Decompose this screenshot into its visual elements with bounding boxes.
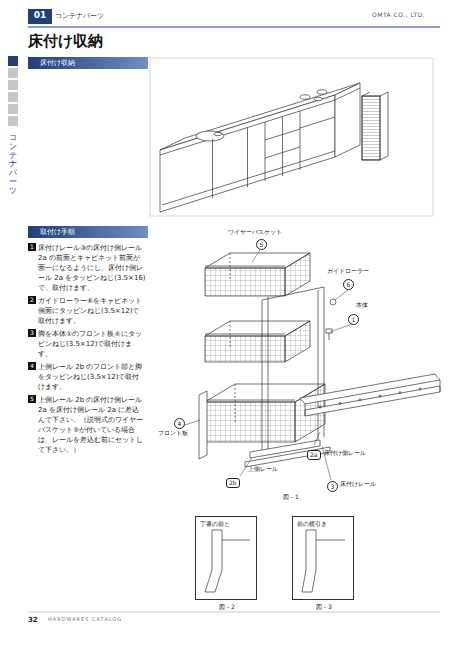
step-number: 1 — [28, 243, 36, 251]
drawing-part — [230, 253, 231, 281]
detail-frame: 丁番の前と — [195, 516, 257, 600]
callout-number: 5 — [256, 239, 267, 250]
chapter-name: コンテナパーツ — [55, 12, 104, 20]
drawing-part — [205, 266, 285, 267]
drawing-part — [379, 395, 381, 397]
node-text: 取付け手順 — [40, 227, 144, 237]
figure-caption: 図－1 — [283, 494, 299, 501]
drawing-part — [326, 329, 332, 333]
drawing-part — [245, 447, 330, 467]
callout-number: 2b — [226, 478, 240, 488]
part-name: 床付けレール — [340, 481, 376, 488]
node-text: 丁番の前と — [200, 520, 252, 529]
drawing-part — [285, 321, 310, 362]
figure-caption: 図－3 — [316, 604, 332, 611]
callout-number: 3 — [327, 481, 338, 492]
callout-number: 1 — [348, 314, 359, 325]
step-text: 上側レール 2b の床付け側レール 2a を床付け側レール 2a に差込んで下さ… — [38, 395, 146, 455]
section-band: 床付け収納 — [28, 57, 148, 69]
drawing-part — [205, 402, 295, 442]
step-text: ガイドローラー⑥をキャビネット側面にタッピンねじ(3.5×12)で取付けます。 — [38, 296, 146, 326]
drawing-part — [205, 336, 285, 362]
node-text: 床付け収納 — [40, 58, 144, 68]
drawing-part — [399, 392, 401, 394]
part-name: 床付け側レール — [324, 450, 366, 457]
step-text: 脚を本体①のフロント板④にタッピンねじ(3.5×12)で取付けます。 — [38, 329, 146, 359]
section-band: 取付け手順 — [28, 226, 148, 238]
node-text: 前の横引き — [297, 520, 349, 529]
drawing-part — [205, 268, 285, 296]
step-text: 上側レール 2b のフロント部と脚をタッピンねじ(3.5×12)で取付けます。 — [38, 362, 146, 392]
side-index: コンテナパーツ — [9, 134, 17, 196]
step-number: 3 — [28, 329, 36, 337]
part-name: 本体 — [356, 302, 368, 309]
drawing-part — [339, 402, 341, 404]
step-item: 4上側レール 2b のフロント部と脚をタッピンねじ(3.5×12)で取付けます。 — [28, 362, 146, 392]
figure-caption: 図－2 — [219, 604, 235, 611]
drawing-part — [329, 333, 330, 340]
drawing-part — [359, 399, 361, 401]
callout-number: 4 — [174, 418, 185, 429]
drawing-part — [205, 334, 285, 335]
drawing-part — [205, 253, 310, 268]
drawing-part — [305, 404, 306, 416]
drawing-part — [199, 391, 207, 459]
catalog-name: HARDWARES CATALOG — [48, 617, 122, 623]
page-title: 床付け収納 — [28, 33, 103, 50]
part-name: ワイヤーバスケット — [228, 229, 282, 236]
drawing-part — [205, 400, 295, 401]
step-number: 4 — [28, 362, 36, 370]
detail-frame: 前の横引き — [292, 516, 354, 600]
drawing-part — [440, 380, 441, 392]
chapter-number: 01 — [28, 9, 52, 24]
part-name: ガイドローラー — [327, 268, 369, 275]
drawing-part — [419, 388, 421, 390]
step-item: 5上側レール 2b の床付け側レール 2a を床付け側レール 2a に差込んで下… — [28, 395, 146, 455]
callout-number: 2a — [307, 450, 321, 460]
part-name: 上側レール — [248, 466, 278, 473]
step-item: 3脚を本体①のフロント板④にタッピンねじ(3.5×12)で取付けます。 — [28, 329, 146, 359]
step-item: 1床付けレール③の床付け側レール 2a の前面とキャビネット前面が面一になるよう… — [28, 243, 146, 293]
drawing-part — [285, 253, 310, 296]
step-number: 5 — [28, 395, 36, 403]
company-name: OMTA CO., LTD. — [372, 12, 425, 19]
node-text: 01 — [30, 10, 50, 20]
drawing-part — [305, 386, 440, 416]
page-number: 32 — [28, 616, 38, 624]
drawing-part — [319, 406, 321, 408]
drawing-part — [205, 321, 310, 336]
part-name: フロント板 — [158, 430, 188, 437]
callout-number: 6 — [343, 279, 354, 290]
step-list: 1床付けレール③の床付け側レール 2a の前面とキャビネット前面が面一になるよう… — [28, 243, 146, 458]
step-item: 2ガイドローラー⑥をキャビネット側面にタッピンねじ(3.5×12)で取付けます。 — [28, 296, 146, 326]
step-number: 2 — [28, 296, 36, 304]
drawing-part — [235, 384, 236, 424]
step-text: 床付けレール③の床付け側レール 2a の前面とキャビネット前面が面一になるように… — [38, 243, 146, 293]
